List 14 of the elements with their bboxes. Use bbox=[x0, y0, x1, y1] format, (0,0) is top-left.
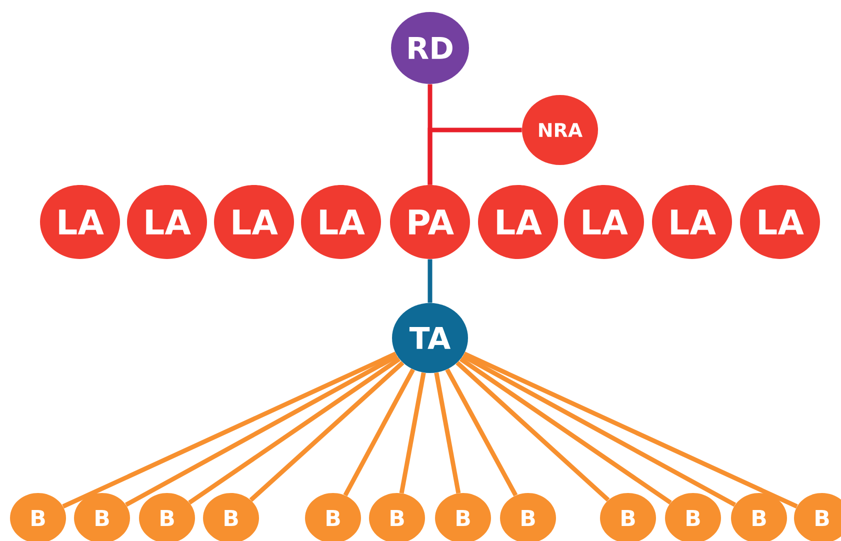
connector-line bbox=[428, 259, 432, 303]
connector-line bbox=[459, 357, 672, 505]
connector-line bbox=[456, 361, 610, 502]
connector-line bbox=[463, 352, 798, 509]
connector-line bbox=[124, 354, 398, 507]
connector-line bbox=[188, 357, 401, 505]
connector-line bbox=[428, 128, 522, 185]
connector-line bbox=[462, 354, 736, 507]
connector-line bbox=[249, 360, 404, 502]
connector-line bbox=[62, 352, 397, 509]
connector-line bbox=[434, 372, 461, 494]
connector-line bbox=[343, 368, 415, 496]
connector-line bbox=[399, 372, 426, 494]
connector-line bbox=[445, 368, 518, 496]
